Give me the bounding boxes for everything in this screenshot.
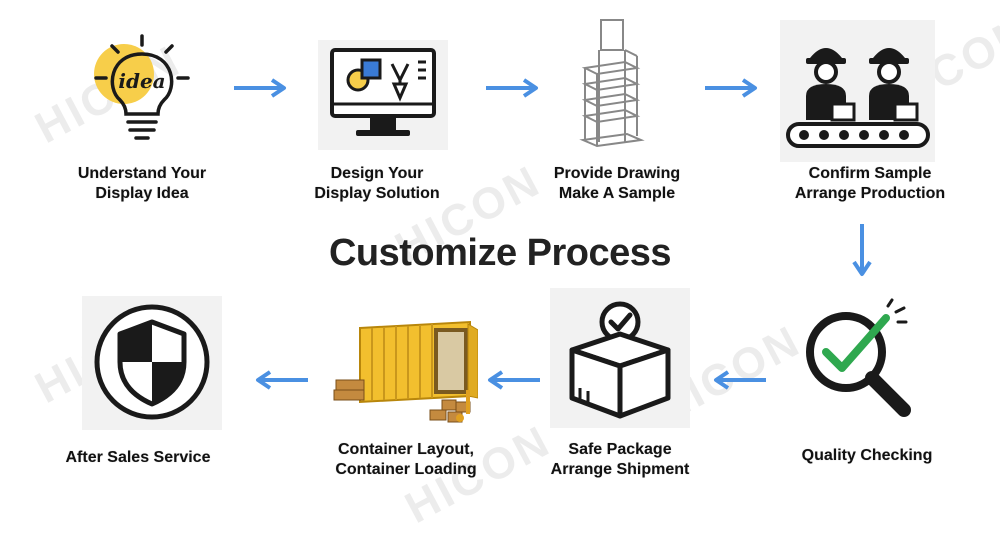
quality-check-magnifier-icon	[792, 296, 922, 426]
package-box-icon	[550, 288, 690, 428]
step-label-container-loading: Container Layout,Container Loading	[335, 441, 477, 478]
arrow-right-icon	[484, 78, 540, 98]
production-workers-icon	[780, 20, 935, 162]
design-monitor-icon	[318, 40, 448, 150]
shield-icon	[82, 296, 222, 430]
arrow-right-icon	[232, 78, 288, 98]
display-rack-icon	[575, 16, 655, 150]
shipping-container-icon	[330, 318, 478, 426]
idea-lightbulb-icon: idea	[82, 28, 202, 148]
arrow-left-icon	[712, 370, 768, 390]
arrow-down-icon	[852, 222, 872, 278]
arrow-left-icon	[254, 370, 310, 390]
arrow-left-icon	[486, 370, 542, 390]
step-label-after-sales: After Sales Service	[65, 449, 211, 466]
svg-text:idea: idea	[118, 69, 165, 93]
arrow-right-icon	[703, 78, 759, 98]
step-label-quality-checking: Quality Checking	[801, 447, 933, 464]
diagram-title: Customize Process	[328, 232, 672, 274]
